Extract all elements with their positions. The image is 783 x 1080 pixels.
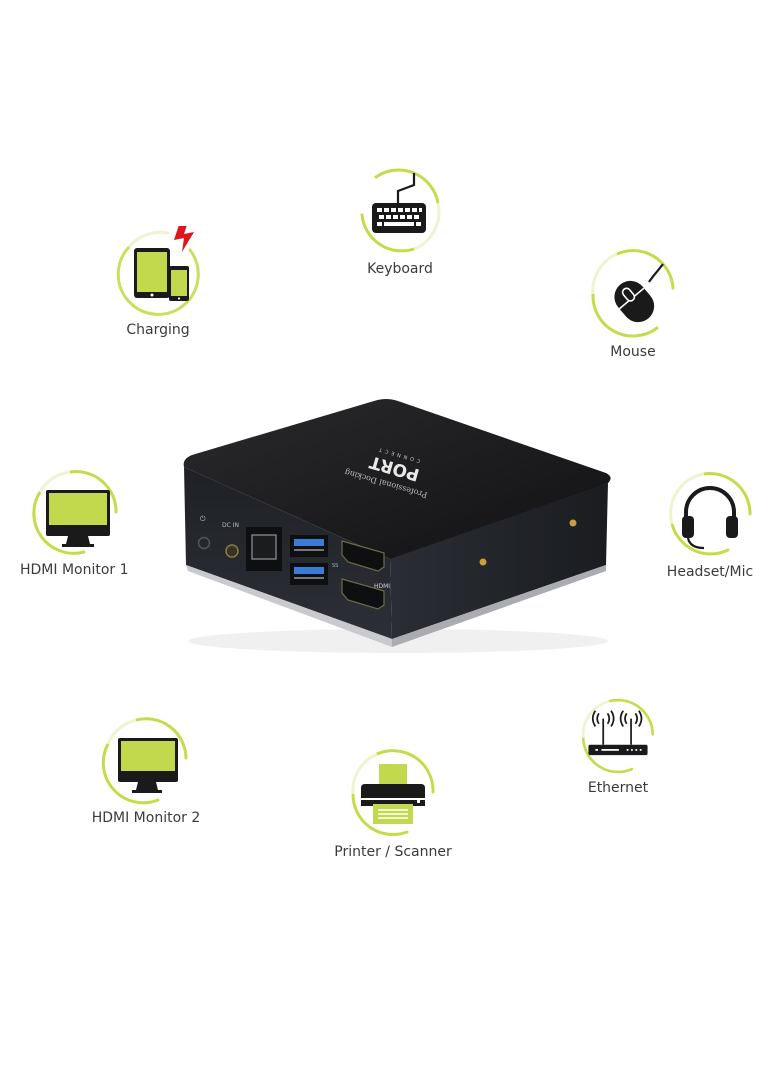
feature-mouse: Mouse: [553, 248, 713, 360]
feature-ring: [30, 466, 122, 558]
feature-headset-mic: Headset/Mic: [630, 468, 783, 580]
power-button[interactable]: [197, 536, 211, 550]
feature-printer-scanner: Printer / Scanner: [313, 748, 473, 860]
side-screw: [479, 558, 487, 566]
accent-ring-arc: [669, 472, 752, 556]
keyboard-icon: [372, 173, 426, 233]
printer-icon: [361, 764, 425, 824]
feature-label: Printer / Scanner: [334, 844, 452, 860]
power-label: ⏻: [200, 515, 206, 523]
accent-ring-arc: [581, 698, 655, 774]
docking-station-product: PORT CONNECT Professional Docking ⏻ DC I…: [178, 395, 618, 655]
accent-ring-arc: [116, 230, 200, 316]
feature-label: Ethernet: [587, 780, 649, 796]
feature-ring: [100, 714, 192, 806]
feature-ring: [587, 248, 679, 340]
side-screw: [569, 519, 577, 527]
feature-ring: [354, 165, 446, 257]
accent-ring-arc: [591, 249, 675, 338]
accent-ring-arc: [32, 470, 118, 555]
feature-ethernet: Ethernet: [538, 696, 698, 796]
feature-ring: [347, 748, 439, 840]
feature-charging: Charging: [78, 226, 238, 338]
feature-hdmi-monitor-1: HDMI Monitor 1: [0, 466, 160, 578]
router-icon: [588, 710, 648, 756]
accent-ring-arc: [351, 749, 435, 837]
hdmi-port[interactable]: [341, 578, 385, 610]
dc-in-port[interactable]: [225, 544, 239, 558]
svg-text:SS: SS: [332, 563, 338, 569]
feature-label: HDMI Monitor 1: [20, 562, 129, 578]
front-ports: ⏻ DC IN SS: [197, 515, 390, 610]
tablet-phone-charging-icon: [134, 226, 194, 301]
feature-ring: [112, 226, 204, 318]
dc-in-label: DC IN: [222, 522, 239, 529]
feature-label: Keyboard: [367, 261, 433, 277]
usb3-port[interactable]: [290, 563, 328, 585]
feature-label: Headset/Mic: [666, 564, 754, 580]
hdmi-label: HDMI: [374, 583, 390, 590]
feature-ring: [664, 468, 756, 560]
mouse-icon: [614, 263, 664, 323]
accent-ring-arc: [101, 717, 188, 805]
hdmi-port[interactable]: [341, 540, 385, 572]
feature-label: HDMI Monitor 2: [91, 810, 201, 826]
monitor-icon: [46, 490, 110, 547]
brand-logo: PORT CONNECT Professional Docking: [344, 445, 429, 499]
usb3-port[interactable]: [290, 535, 328, 557]
feature-keyboard: Keyboard: [320, 165, 480, 277]
feature-label: Mouse: [610, 344, 656, 360]
feature-label: Charging: [126, 322, 190, 338]
headset-icon: [682, 486, 738, 550]
feature-hdmi-monitor-2: HDMI Monitor 2: [66, 714, 226, 826]
feature-ring: [578, 696, 658, 776]
monitor-icon: [118, 738, 178, 793]
